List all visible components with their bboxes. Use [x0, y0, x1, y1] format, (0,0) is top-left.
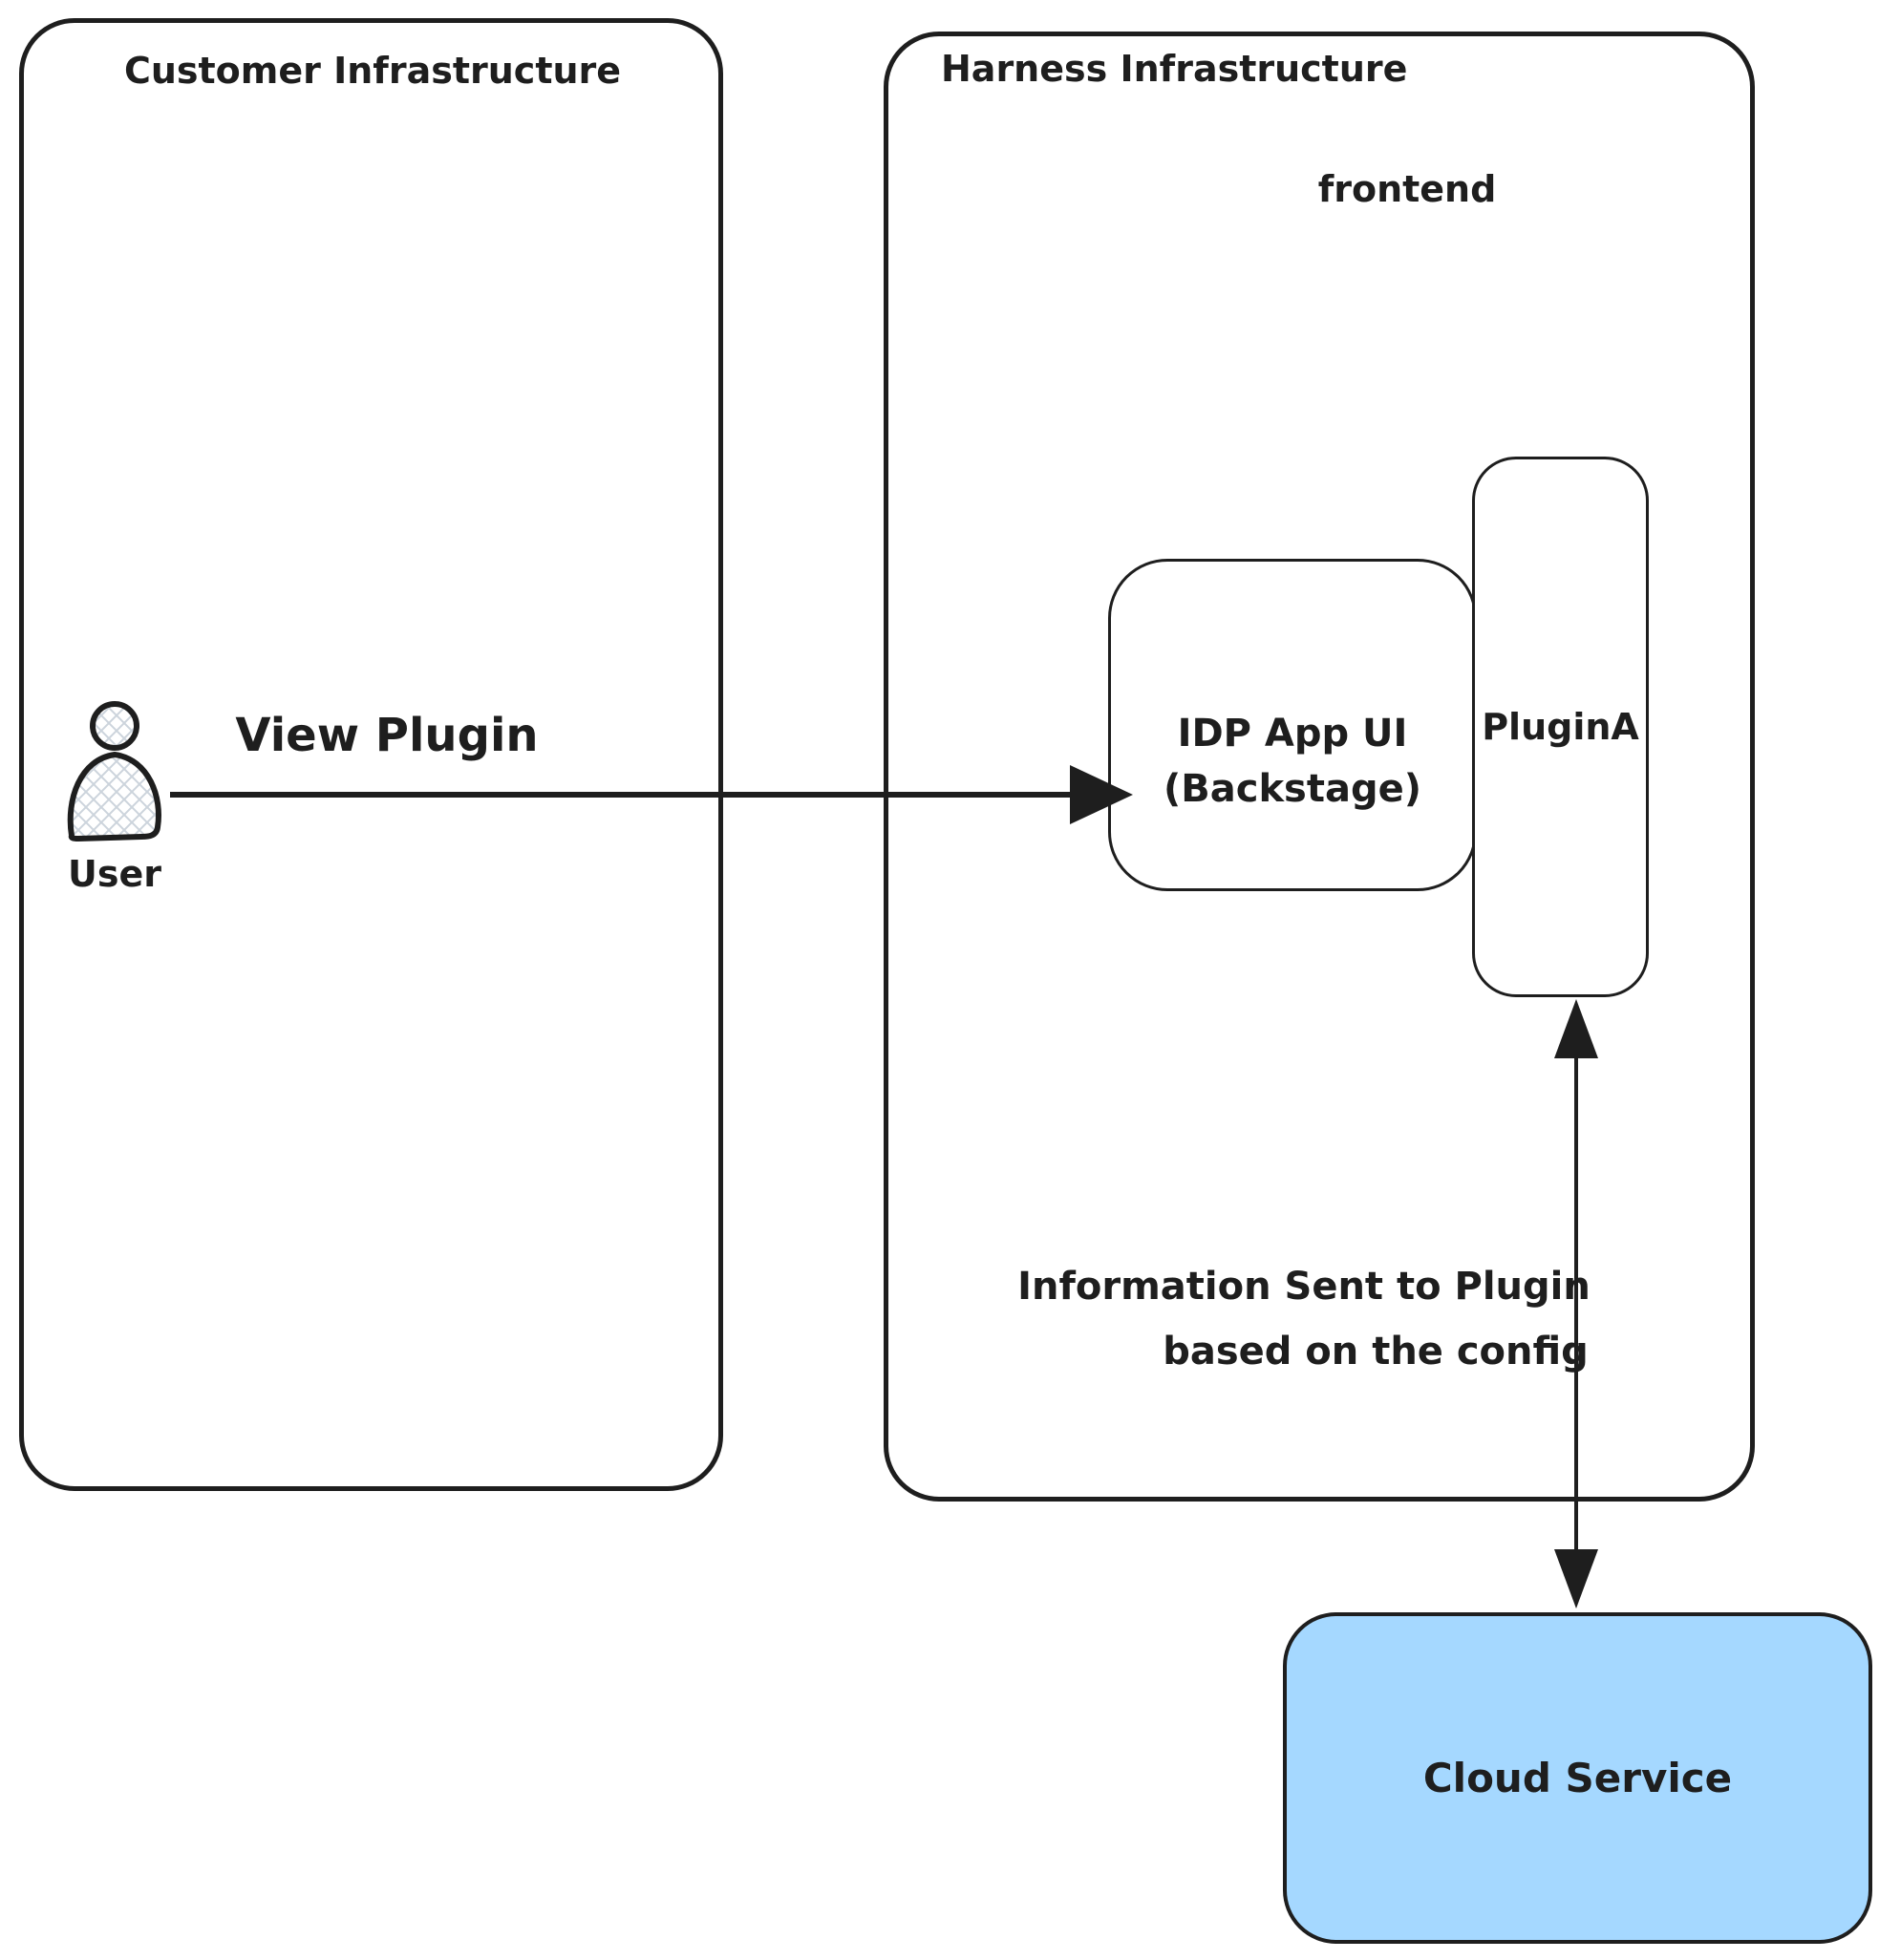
info-sent-arrow-label-line2: based on the config [1163, 1330, 1589, 1374]
harness-infrastructure-title: Harness Infrastructure [941, 48, 1408, 90]
user-label: User [68, 853, 161, 895]
customer-infrastructure-box [19, 18, 723, 1491]
cloud-service-node: Cloud Service [1283, 1612, 1872, 1944]
idp-app-ui-label-line1: IDP App UI [1177, 712, 1408, 756]
frontend-label: frontend [1317, 168, 1497, 210]
idp-app-ui-label-line2: (Backstage) [1163, 767, 1422, 811]
view-plugin-arrow-label: View Plugin [235, 709, 539, 762]
info-sent-arrow-label-line1: Information Sent to Plugin [1017, 1265, 1591, 1309]
customer-infrastructure-title: Customer Infrastructure [123, 50, 622, 92]
user-icon [55, 700, 174, 843]
idp-app-ui-node: IDP App UI (Backstage) [1108, 559, 1477, 891]
plugin-a-label: PluginA [1482, 706, 1639, 748]
cloud-service-label: Cloud Service [1422, 1755, 1733, 1801]
harness-infrastructure-box [884, 32, 1755, 1502]
plugin-a-node: PluginA [1472, 457, 1649, 997]
idp-app-ui-label: IDP App UI (Backstage) [1164, 706, 1421, 817]
user-person-icon [67, 701, 161, 842]
